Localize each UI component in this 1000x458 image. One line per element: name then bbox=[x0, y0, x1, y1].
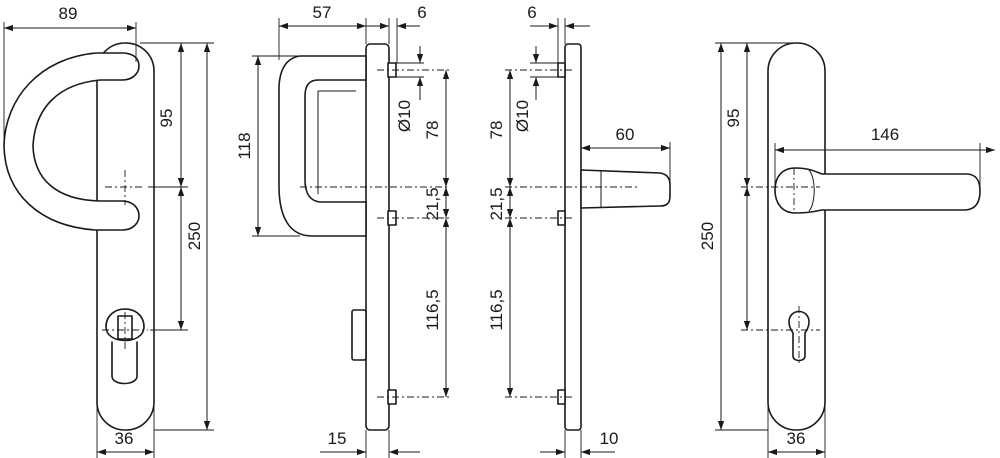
backplate-outline bbox=[96, 42, 155, 431]
dim-label-projection: 57 bbox=[313, 3, 332, 22]
dim-label-spindle-offset: 95 bbox=[157, 109, 176, 128]
lever-dim-label-spindle-to-hole: 21,5 bbox=[487, 187, 506, 220]
view-side-lever: 6 Ø10 78 21,5 116,5 60 10 bbox=[487, 3, 671, 458]
lever-dim-label-spindle-offset: 95 bbox=[724, 109, 743, 128]
lever-dim-label-hole-diameter: Ø10 bbox=[513, 100, 532, 132]
dim-label-plate-thickness: 6 bbox=[417, 3, 426, 22]
dim-label-hole-to-spindle: 78 bbox=[423, 121, 442, 140]
side-plate-outline bbox=[365, 43, 390, 431]
lever-backplate-outline bbox=[767, 42, 826, 431]
dim-label-width-overall: 89 bbox=[59, 4, 78, 23]
dim-label-lever-projection: 60 bbox=[616, 125, 635, 144]
view-side-u-handle: 57 6 118 Ø10 78 21,5 116,5 15 bbox=[235, 3, 450, 458]
lever-dim-label-hole-spacing: 116,5 bbox=[487, 289, 506, 330]
dim-label-plate-length: 250 bbox=[185, 222, 204, 250]
dim-label-grip-height: 118 bbox=[235, 132, 254, 159]
dim-label-plate-depth: 10 bbox=[600, 429, 619, 448]
lever-dim-label-plate-length: 250 bbox=[698, 222, 717, 250]
lever-dim-label-hole-to-spindle: 78 bbox=[487, 121, 506, 140]
lever-side-outline bbox=[580, 169, 671, 209]
u-handle-outline bbox=[3, 52, 140, 231]
dim-label-spindle-to-hole: 21,5 bbox=[423, 187, 442, 220]
lever-front-outline bbox=[774, 167, 981, 214]
lever-dim-label-plate-thickness: 6 bbox=[527, 3, 536, 22]
keyhole-icon bbox=[105, 308, 145, 385]
dim-label-lever-length: 146 bbox=[871, 125, 899, 144]
u-grip-side-outline bbox=[278, 55, 367, 237]
view-front-lever: 95 250 146 36 bbox=[698, 42, 995, 458]
cylinder-guard-outline bbox=[351, 309, 367, 361]
spindle-cross bbox=[105, 170, 145, 205]
lever-side-plate-outline bbox=[564, 43, 582, 431]
lever-keyhole-icon bbox=[788, 310, 810, 362]
view-front-u-handle: 89 95 250 36 bbox=[3, 4, 214, 458]
dim-label-hole-spacing: 116,5 bbox=[423, 289, 442, 330]
lever-dim-label-plate-width: 36 bbox=[787, 429, 806, 448]
dim-label-plate-width: 36 bbox=[115, 429, 134, 448]
dim-label-hole-diameter: Ø10 bbox=[395, 100, 414, 132]
dim-label-cylinder-guard: 15 bbox=[328, 429, 347, 448]
